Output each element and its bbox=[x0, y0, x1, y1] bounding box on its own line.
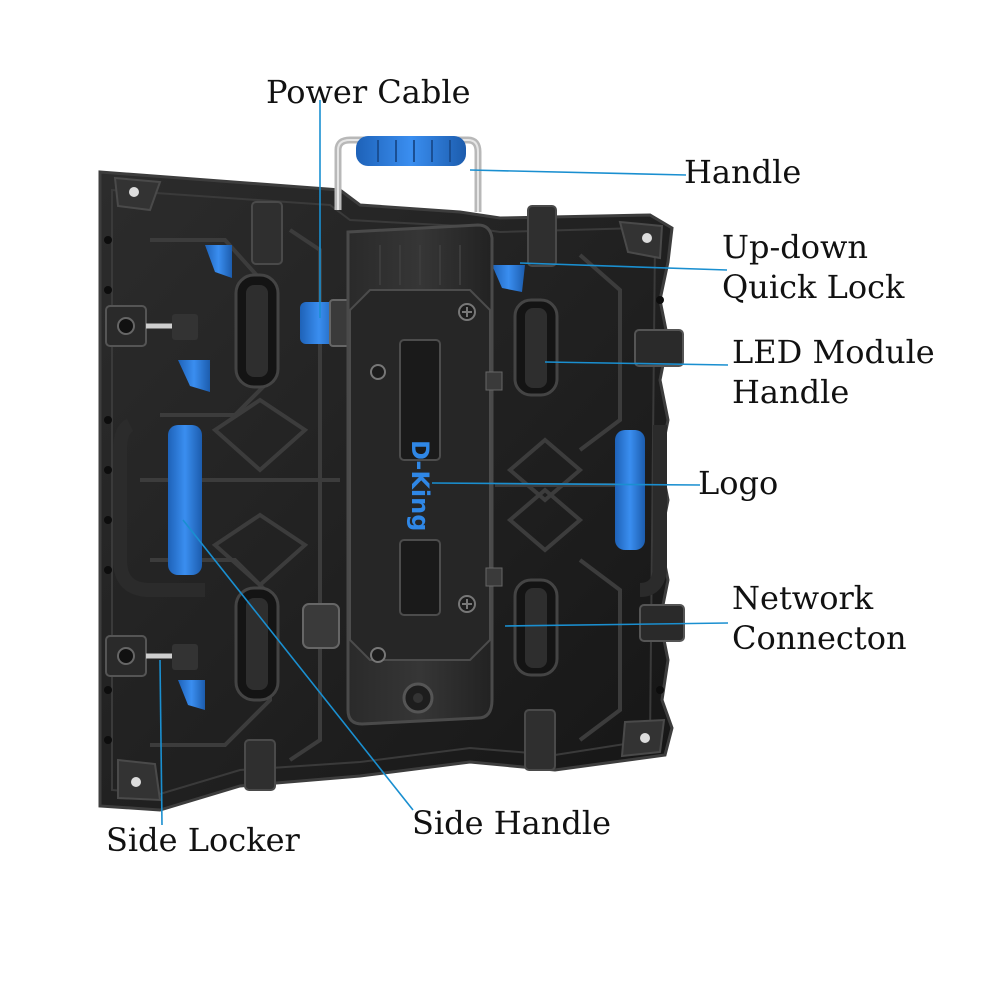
label-quick-lock-line1: Up-down bbox=[722, 228, 869, 266]
leader-lines bbox=[159, 100, 729, 826]
leader-handle bbox=[469, 169, 687, 176]
label-led-module-handle-line2: Handle bbox=[732, 373, 850, 411]
label-quick-lock-line2: Quick Lock bbox=[722, 268, 905, 306]
label-handle: Handle bbox=[684, 153, 802, 191]
control-box bbox=[346, 223, 503, 726]
brand-logo: D-King bbox=[406, 440, 434, 531]
label-logo: Logo bbox=[698, 464, 779, 502]
quick-locks bbox=[178, 201, 557, 791]
side-handles bbox=[113, 418, 667, 597]
label-power-cable: Power Cable bbox=[266, 73, 471, 111]
label-side-locker: Side Locker bbox=[106, 821, 300, 859]
leader-quick-lock bbox=[519, 262, 728, 271]
led-module-handle-slots bbox=[234, 273, 559, 702]
label-network-line1: Network bbox=[732, 579, 874, 617]
leader-side-locker bbox=[159, 659, 163, 826]
leader-logo bbox=[431, 482, 701, 486]
top-handle bbox=[334, 136, 482, 212]
leader-network bbox=[504, 622, 729, 627]
side-lockers bbox=[105, 305, 685, 677]
leader-led-module-handle bbox=[544, 361, 729, 366]
label-led-module-handle-line1: LED Module bbox=[732, 333, 935, 371]
label-side-handle: Side Handle bbox=[412, 804, 611, 842]
label-network-line2: Connecton bbox=[732, 619, 907, 657]
leader-side-handle bbox=[182, 519, 414, 811]
